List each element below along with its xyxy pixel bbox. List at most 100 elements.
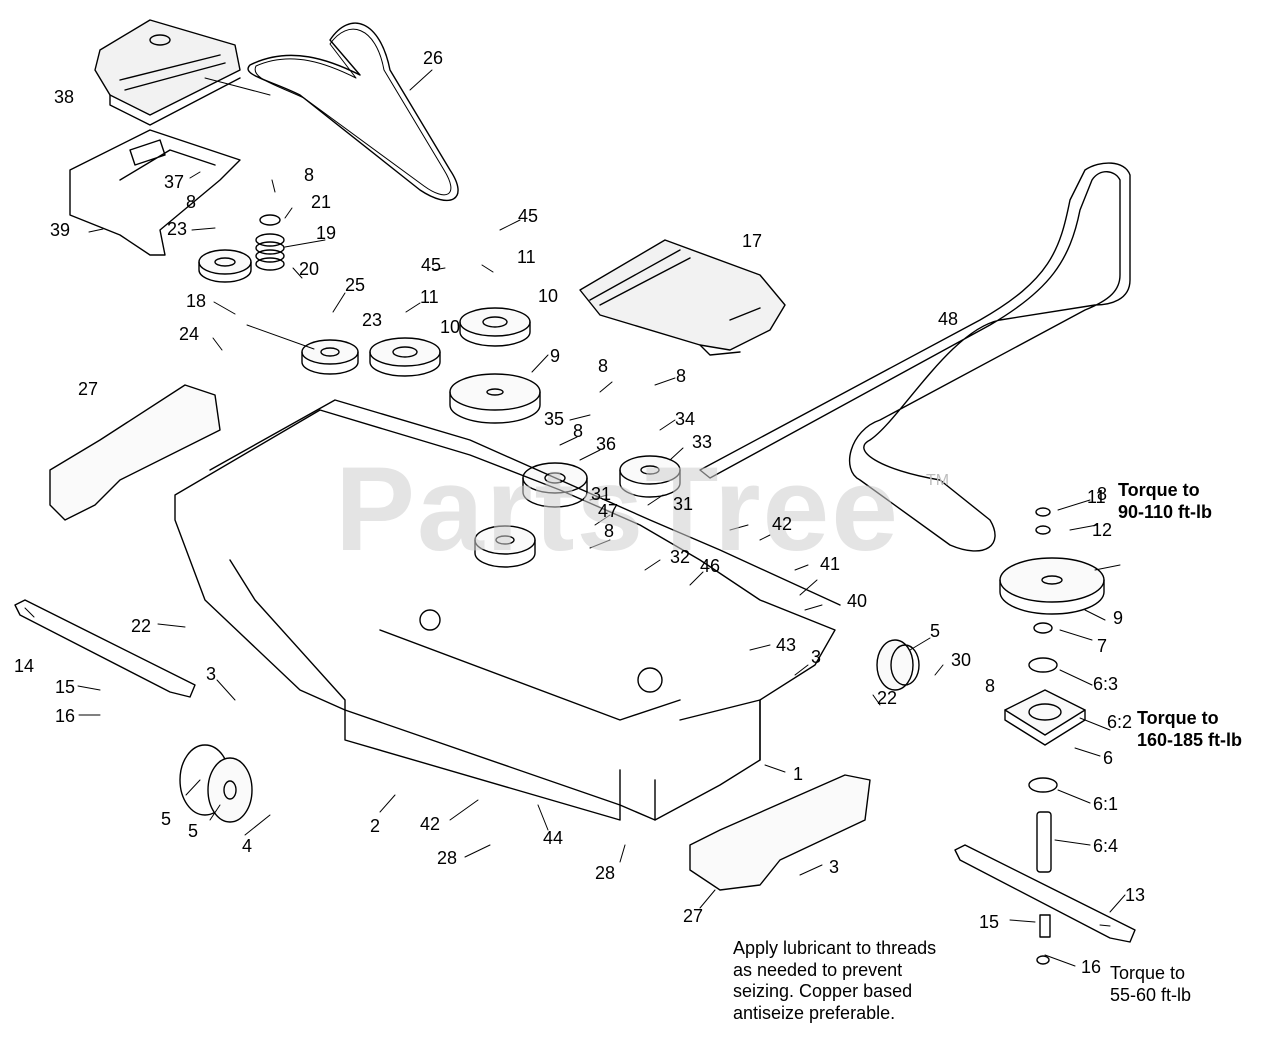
part-label-8-unused[interactable]: 8 [1097,484,1108,504]
part-label-31-left[interactable]: 31 [591,484,612,504]
belt-48 [699,162,1131,552]
part-label-11-c[interactable]: 11 [1087,487,1106,507]
part-label-33[interactable]: 33 [692,432,713,452]
part-label-30[interactable]: 30 [951,650,972,670]
part-label-45-upper[interactable]: 45 [518,206,539,226]
torque-note-blade-line1: Torque to [1110,963,1186,983]
nut-11 [1035,507,1051,517]
deck-cover-17 [579,239,786,351]
part-label-35[interactable]: 35 [544,409,565,429]
part-label-46[interactable]: 46 [700,556,721,576]
part-label-23-lower[interactable]: 23 [362,310,383,330]
part-label-6[interactable]: 6 [1103,748,1114,768]
part-label-8-a[interactable]: 8 [304,165,315,185]
part-label-17[interactable]: 17 [742,231,763,251]
part-label-16-left[interactable]: 16 [55,706,76,726]
part-label-15-left[interactable]: 15 [55,677,76,697]
part-label-6-3[interactable]: 6:3 [1093,674,1119,694]
part-label-14[interactable]: 14 [14,656,35,676]
watermark: PartsTree [335,442,901,576]
anti-scalp-wheel-5-right [876,639,920,691]
pulley-10-left [369,337,441,377]
part-label-28-left[interactable]: 28 [437,848,458,868]
part-label-37[interactable]: 37 [164,172,185,192]
part-label-8-e[interactable]: 8 [573,421,584,441]
part-label-42-lower[interactable]: 42 [420,814,441,834]
idler-spring-19 [255,233,285,271]
part-label-39[interactable]: 39 [50,220,71,240]
torque-note-spindle: Torque to 160-185 ft-lb [1137,708,1242,751]
part-label-11-a[interactable]: 11 [420,287,439,307]
part-label-27-left[interactable]: 27 [78,379,99,399]
part-label-48[interactable]: 48 [938,309,959,329]
part-label-1[interactable]: 1 [793,764,804,784]
lubricant-note-line4: antiseize preferable. [733,1002,896,1023]
part-label-8-c[interactable]: 8 [598,356,609,376]
part-label-3-bottom[interactable]: 3 [829,857,840,877]
belt-guard-37 [69,129,241,256]
part-label-43[interactable]: 43 [776,635,797,655]
torque-note-nut-line1: Torque to [1118,480,1200,500]
lubricant-note-line1: Apply lubricant to threads [733,938,937,958]
part-label-13[interactable]: 13 [1125,885,1146,905]
part-label-28-right[interactable]: 28 [595,863,616,883]
part-label-5-right[interactable]: 5 [930,621,941,641]
part-label-8-b[interactable]: 8 [186,192,197,212]
part-label-8-g[interactable]: 8 [985,676,996,696]
pulley-10-right [459,307,531,347]
part-label-41[interactable]: 41 [820,554,841,574]
pulley-center-deck [474,525,536,568]
part-label-20[interactable]: 20 [299,259,320,279]
part-label-16-right[interactable]: 16 [1081,957,1102,977]
part-label-36[interactable]: 36 [596,434,617,454]
part-label-18[interactable]: 18 [186,291,207,311]
part-label-3-right[interactable]: 3 [811,647,822,667]
lubricant-note: Apply lubricant to threads as needed to … [733,938,936,1024]
pulley-9-center [449,373,541,424]
part-label-12[interactable]: 12 [1092,520,1113,540]
part-label-7[interactable]: 7 [1097,636,1108,656]
part-label-32[interactable]: 32 [670,547,691,567]
part-label-8-d[interactable]: 8 [676,366,687,386]
part-label-25[interactable]: 25 [345,275,366,295]
part-label-6-2[interactable]: 6:2 [1107,712,1133,732]
part-label-9-right[interactable]: 9 [1113,608,1124,628]
part-label-38[interactable]: 38 [54,87,75,107]
part-label-22-left[interactable]: 22 [131,616,152,636]
part-label-3-left[interactable]: 3 [206,664,217,684]
part-label-23-upper[interactable]: 23 [167,219,188,239]
part-label-10-left[interactable]: 10 [440,317,461,337]
part-label-8-f[interactable]: 8 [604,521,615,541]
part-label-10-right[interactable]: 10 [538,286,559,306]
part-label-6-1[interactable]: 6:1 [1093,794,1119,814]
spindle-assembly-6 [1004,622,1086,965]
torque-note-nut-line2: 90-110 ft-lb [1118,501,1213,522]
part-label-5-a[interactable]: 5 [161,809,172,829]
part-label-24[interactable]: 24 [179,324,200,344]
lubricant-note-line3: seizing. Copper based [733,981,913,1002]
part-label-27-right[interactable]: 27 [683,906,704,926]
part-label-42-upper[interactable]: 42 [772,514,793,534]
part-label-4[interactable]: 4 [242,836,253,856]
part-label-15-right[interactable]: 15 [979,912,1000,932]
part-label-9-center[interactable]: 9 [550,346,561,366]
part-label-47[interactable]: 47 [598,501,619,521]
part-label-34[interactable]: 34 [675,409,696,429]
part-label-21[interactable]: 21 [311,192,332,212]
part-label-45-lower[interactable]: 45 [421,255,442,275]
part-label-6-4[interactable]: 6:4 [1093,836,1119,856]
part-label-11-b[interactable]: 11 [517,247,536,267]
part-label-44[interactable]: 44 [543,828,564,848]
belt-26 [247,22,459,201]
part-label-31-right[interactable]: 31 [673,494,694,514]
part-label-5-b[interactable]: 5 [188,821,199,841]
part-label-22-right[interactable]: 22 [877,688,898,708]
part-label-2[interactable]: 2 [370,816,381,836]
part-label-19[interactable]: 19 [316,223,337,243]
pulley-23-upper [198,249,252,283]
part-label-40[interactable]: 40 [847,591,868,611]
pulley-23-lower [301,339,359,375]
blade-14 [14,599,196,698]
part-label-26[interactable]: 26 [423,48,444,68]
